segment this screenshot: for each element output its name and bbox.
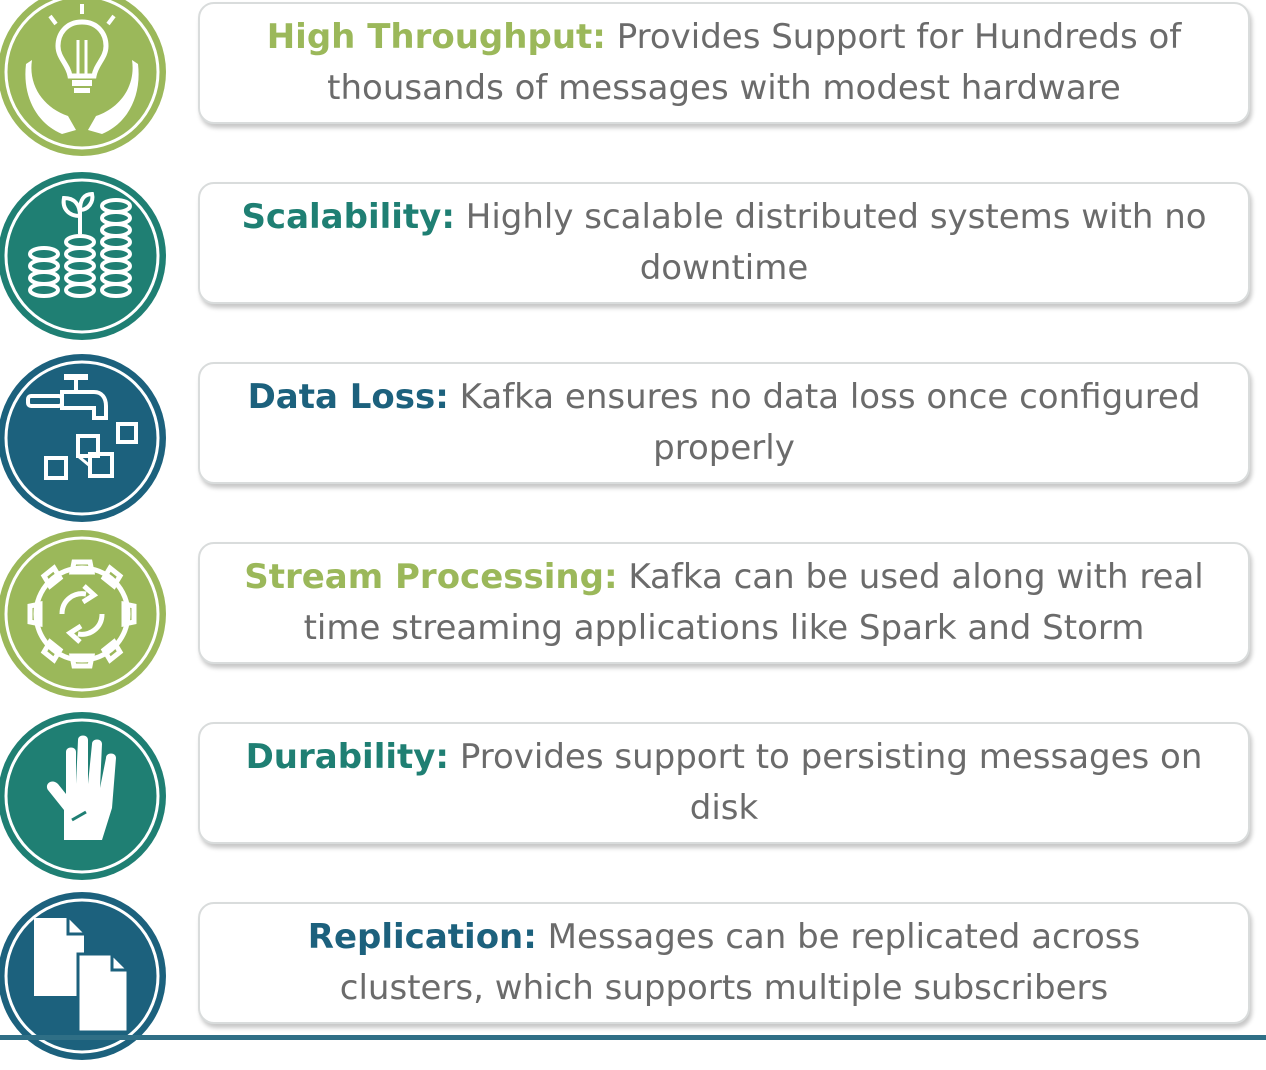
feature-card: Replication: Messages can be replicated … xyxy=(198,902,1250,1024)
feature-title: Stream Processing: xyxy=(244,557,618,597)
feature-title: Data Loss: xyxy=(247,377,449,417)
feature-description: Provides support to persisting messages … xyxy=(459,737,1203,828)
feature-title: Scalability: xyxy=(241,197,455,237)
feature-card: Stream Processing: Kafka can be used alo… xyxy=(198,542,1250,664)
hand-icon xyxy=(0,712,166,880)
feature-row-stream-processing: Stream Processing: Kafka can be used alo… xyxy=(0,530,1266,710)
feature-description: Messages can be replicated across cluste… xyxy=(339,917,1141,1008)
feature-description: Provides Support for Hundreds of thousan… xyxy=(327,17,1182,108)
feature-row-durability: Durability: Provides support to persisti… xyxy=(0,712,1266,890)
feature-card: Durability: Provides support to persisti… xyxy=(198,722,1250,844)
feature-text: Scalability: Highly scalable distributed… xyxy=(234,192,1214,294)
documents-copy-icon xyxy=(0,892,166,1060)
feature-row-data-loss: Data Loss: Kafka ensures no data loss on… xyxy=(0,354,1266,530)
gear-refresh-icon xyxy=(0,530,166,698)
feature-card: Scalability: Highly scalable distributed… xyxy=(198,182,1250,304)
feature-description: Kafka ensures no data loss once configur… xyxy=(459,377,1201,468)
feature-description: Highly scalable distributed systems with… xyxy=(465,197,1207,288)
feature-title: Replication: xyxy=(307,917,537,957)
feature-text: Durability: Provides support to persisti… xyxy=(234,732,1214,834)
feature-title: High Throughput: xyxy=(266,17,606,57)
faucet-data-cubes-icon xyxy=(0,354,166,522)
feature-description: Kafka can be used along with real time s… xyxy=(303,557,1204,648)
lightbulb-in-hands-icon xyxy=(0,0,166,156)
feature-row-replication: Replication: Messages can be replicated … xyxy=(0,892,1266,1070)
feature-row-high-throughput: High Throughput: Provides Support for Hu… xyxy=(0,0,1266,170)
feature-text: Data Loss: Kafka ensures no data loss on… xyxy=(234,372,1214,474)
feature-row-scalability: Scalability: Highly scalable distributed… xyxy=(0,172,1266,350)
coin-stacks-plant-icon xyxy=(0,172,166,340)
feature-card: Data Loss: Kafka ensures no data loss on… xyxy=(198,362,1250,484)
feature-text: Replication: Messages can be replicated … xyxy=(234,912,1214,1014)
feature-text: Stream Processing: Kafka can be used alo… xyxy=(234,552,1214,654)
bottom-divider xyxy=(0,1035,1266,1040)
feature-text: High Throughput: Provides Support for Hu… xyxy=(234,12,1214,114)
feature-title: Durability: xyxy=(245,737,450,777)
feature-card: High Throughput: Provides Support for Hu… xyxy=(198,2,1250,124)
